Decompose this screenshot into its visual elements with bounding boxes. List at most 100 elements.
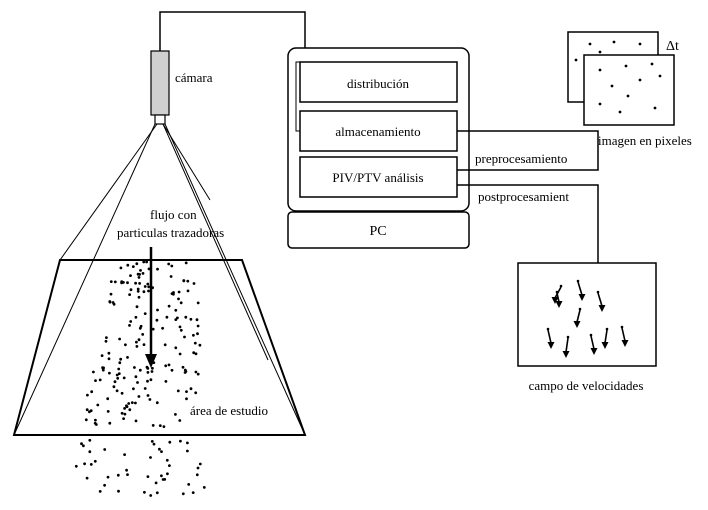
tracer-particle [90, 390, 94, 394]
camera-lens [154, 114, 166, 125]
tracer-particle [165, 458, 169, 462]
tracer-particle [129, 320, 133, 323]
tracer-particle [100, 354, 104, 357]
tracer-particle [119, 357, 123, 361]
tracer-particle [149, 456, 152, 459]
tracer-particle [146, 371, 150, 374]
tracer-particle [106, 410, 110, 413]
tracer-particle [98, 378, 102, 382]
tracer-particle [113, 380, 117, 384]
tracer-particle [155, 401, 159, 405]
tracer-particle [125, 468, 128, 472]
delta-t-label: Δt [666, 39, 679, 54]
tracer-particle [163, 478, 167, 481]
tracer-particle [89, 409, 93, 413]
tracer-particle [146, 394, 150, 397]
tracer-particle [118, 361, 122, 365]
tracer-particle [86, 393, 89, 397]
tracer-particle [137, 395, 141, 398]
tracer-particle [196, 301, 200, 305]
tracer-particle [108, 300, 112, 304]
tracer-particle [125, 404, 128, 408]
tracer-particle [145, 260, 149, 264]
tracer-particle [138, 326, 142, 330]
distribution-label: distribución [347, 76, 410, 91]
velocity-vector-shaft [577, 281, 583, 296]
tracer-particle [89, 463, 93, 466]
tracer-particle [135, 340, 138, 344]
tracer-particle [605, 327, 609, 331]
tracer-particle [196, 324, 200, 328]
tracer-particle [626, 94, 630, 98]
tracer-particle [192, 333, 195, 337]
tracer-particle [146, 282, 150, 286]
camera-body [150, 50, 170, 116]
tracer-particle [135, 345, 139, 348]
tracer-particle [106, 397, 110, 401]
tracer-particle [112, 385, 116, 389]
velocity-vector-shaft [556, 292, 560, 303]
view-line-inner-right [162, 123, 269, 361]
tracer-particle [167, 262, 171, 266]
tracer-particle [80, 442, 83, 446]
pc-monitor [287, 47, 470, 249]
tracer-particle [132, 387, 135, 391]
tracer-particle [126, 263, 130, 267]
tracer-particle [638, 42, 642, 46]
tracer-particle [194, 391, 198, 395]
tracer-particle [123, 453, 126, 456]
flow-label-line1: flujo con [150, 207, 197, 222]
velocity-vector-head [621, 340, 629, 347]
velocity-vector-head [551, 297, 559, 304]
tracer-particle [127, 402, 131, 405]
tracer-particle [147, 267, 151, 271]
tracer-particle [151, 327, 155, 331]
tracer-particle [83, 462, 86, 466]
tracer-particles [74, 260, 206, 497]
flow-arrow-head [145, 354, 157, 368]
tracer-particle [598, 50, 602, 54]
tracer-particle [134, 281, 138, 285]
velocity-vector-shaft [604, 329, 608, 344]
tracer-particle [85, 408, 89, 412]
velocity-vector-shaft [576, 309, 581, 323]
tracer-particle [574, 58, 578, 62]
tracer-particle [166, 472, 169, 476]
tracer-particle [122, 376, 126, 380]
tracer-particle [107, 357, 111, 361]
tracer-particle [183, 368, 187, 372]
tracer-particle [178, 419, 182, 422]
tracer-particle [142, 290, 146, 294]
tracer-particle [103, 483, 106, 487]
tracer-particle [138, 282, 142, 285]
preprocessing-link [457, 130, 599, 171]
tracer-particle [149, 378, 153, 382]
tracer-particle [162, 425, 166, 428]
tracer-particle [596, 290, 600, 294]
tracer-particle [653, 106, 657, 110]
tracer-particle [143, 285, 147, 288]
preprocessing-label: preprocesamiento [475, 151, 567, 166]
tracer-particle [133, 366, 136, 369]
tracer-particle [106, 475, 110, 479]
tracer-particle [179, 328, 183, 332]
tracer-particle [176, 389, 180, 393]
tracer-particle [116, 376, 120, 380]
tracer-particle [174, 413, 177, 416]
tracer-particle [612, 40, 616, 44]
velocity-vector-shaft [590, 335, 595, 350]
camera-label: cámara [175, 70, 213, 85]
flow-label-line2: particulas trazadoras [117, 225, 224, 240]
tracer-particle [94, 379, 97, 382]
tracer-particle [588, 42, 592, 46]
tracer-particle [134, 401, 137, 405]
tracer-particle [650, 62, 654, 66]
tracer-particle [134, 375, 138, 379]
tracer-particle [141, 272, 145, 275]
tracer-particle [134, 419, 138, 423]
tracer-particle [184, 261, 188, 265]
tracer-particle [178, 325, 182, 329]
tracer-particle [149, 494, 153, 497]
tracer-particle [160, 474, 163, 478]
storage-inner-cable [295, 61, 300, 132]
